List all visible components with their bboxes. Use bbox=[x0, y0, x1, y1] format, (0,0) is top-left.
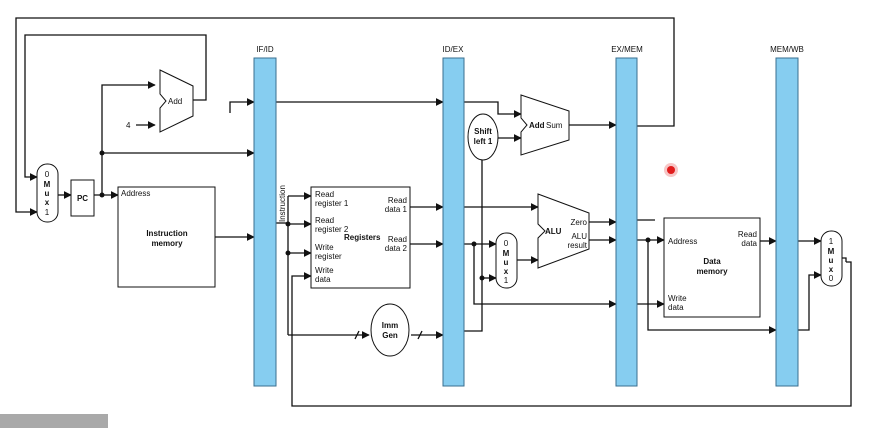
if-stage: 0 M u x 1 PC Add 4 Address Instruction m… bbox=[36, 69, 216, 288]
alu-mux-top: 0 bbox=[504, 239, 509, 248]
alu-mux-bottom: 1 bbox=[504, 276, 509, 285]
constant-four: 4 bbox=[126, 121, 131, 130]
registers-title: Registers bbox=[344, 233, 381, 242]
instruction-memory-title: memory bbox=[151, 239, 183, 248]
pc-register bbox=[70, 179, 95, 217]
ex-stage: Shift left 1 Add Sum 0 M u x 1 ALU Zero … bbox=[467, 94, 590, 289]
pc-adder-label: Add bbox=[168, 97, 182, 106]
shift-left-label: Shift bbox=[474, 127, 492, 136]
data-memory-address: Address bbox=[668, 237, 697, 246]
ex-mem-label: EX/MEM bbox=[611, 45, 643, 54]
wb-stage: 1 M u x 0 bbox=[820, 230, 847, 287]
write-register-label: register bbox=[315, 252, 342, 261]
shift-left-unit bbox=[467, 113, 499, 161]
write-register-label: Write bbox=[315, 243, 334, 252]
alu-result-label: ALU bbox=[571, 232, 587, 241]
pc-mux-bottom: 1 bbox=[45, 208, 50, 217]
read-data-2-label: data 2 bbox=[385, 244, 408, 253]
wb-mux-letter: M bbox=[828, 247, 835, 256]
instruction-memory-title: Instruction bbox=[146, 229, 187, 238]
wb-mux-letter: u bbox=[829, 256, 834, 265]
read-register-2-label: Read bbox=[315, 216, 334, 225]
pc-mux-letter: u bbox=[45, 189, 50, 198]
ex-mem-register bbox=[615, 57, 638, 387]
data-memory-read-data: data bbox=[741, 239, 757, 248]
alu-zero-label: Zero bbox=[571, 218, 588, 227]
read-data-1-label: Read bbox=[388, 196, 407, 205]
pipeline-registers: IF/ID ID/EX EX/MEM MEM/WB Instruction bbox=[253, 45, 804, 387]
data-memory-write-data: data bbox=[668, 303, 684, 312]
if-id-label: IF/ID bbox=[256, 45, 274, 54]
pc-label: PC bbox=[77, 194, 88, 203]
id-ex-label: ID/EX bbox=[443, 45, 465, 54]
video-control-bar[interactable] bbox=[0, 414, 108, 428]
mem-stage: Address Read data Data memory Write data bbox=[663, 217, 761, 318]
register-file bbox=[310, 186, 411, 289]
alu-src-mux bbox=[495, 232, 518, 289]
mem-wb-label: MEM/WB bbox=[770, 45, 804, 54]
imm-gen bbox=[370, 303, 410, 357]
branch-adder-sum: Sum bbox=[546, 121, 563, 130]
pc-mux bbox=[36, 163, 59, 223]
pc-mux-top: 0 bbox=[45, 170, 50, 179]
id-stage: Read register 1 Read register 2 Write re… bbox=[310, 186, 411, 357]
read-register-1-label: register 1 bbox=[315, 199, 349, 208]
write-data-label: data bbox=[315, 275, 331, 284]
wb-mux-bottom: 0 bbox=[829, 274, 834, 283]
mem-wb-register bbox=[775, 57, 799, 387]
read-register-2-label: register 2 bbox=[315, 225, 349, 234]
alu-mux-letter: x bbox=[504, 267, 509, 276]
if-id-register bbox=[253, 57, 277, 387]
imm-gen-label: Imm bbox=[382, 321, 398, 330]
read-data-2-label: Read bbox=[388, 235, 407, 244]
pc-mux-letter: x bbox=[45, 198, 50, 207]
alu-mux-letter: M bbox=[503, 249, 510, 258]
wb-mux-letter: x bbox=[829, 265, 834, 274]
alu-result-label: result bbox=[567, 241, 587, 250]
alu-mux-letter: u bbox=[504, 258, 509, 267]
instruction-memory bbox=[117, 186, 216, 288]
id-ex-register bbox=[442, 57, 465, 387]
wires bbox=[15, 17, 852, 407]
data-memory-read-data: Read bbox=[738, 230, 757, 239]
branch-adder bbox=[520, 94, 570, 156]
data-memory bbox=[663, 217, 761, 318]
imm-gen-label: Gen bbox=[382, 331, 398, 340]
branch-adder-label: Add bbox=[529, 121, 545, 130]
data-memory-title: Data bbox=[703, 257, 721, 266]
pc-mux-letter: M bbox=[44, 180, 51, 189]
write-data-label: Write bbox=[315, 266, 334, 275]
wb-mux-top: 1 bbox=[829, 237, 834, 246]
data-memory-write-data: Write bbox=[668, 294, 687, 303]
read-register-1-label: Read bbox=[315, 190, 334, 199]
shift-left-label: left 1 bbox=[474, 137, 493, 146]
pc-adder bbox=[159, 69, 194, 133]
alu-label: ALU bbox=[545, 227, 562, 236]
cursor-indicator bbox=[664, 163, 678, 177]
instruction-bus-label: Instruction bbox=[278, 185, 287, 222]
data-memory-title: memory bbox=[696, 267, 728, 276]
instruction-memory-address: Address bbox=[121, 189, 150, 198]
read-data-1-label: data 1 bbox=[385, 205, 408, 214]
alu bbox=[537, 193, 590, 269]
